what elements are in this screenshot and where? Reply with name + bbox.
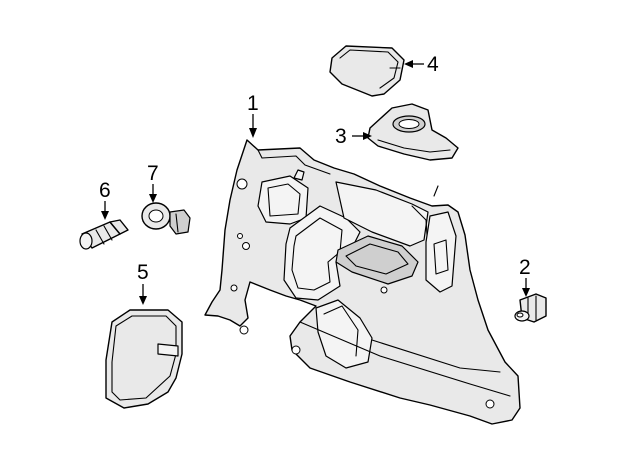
quarter-trim-panel bbox=[204, 139, 521, 425]
trim-cap bbox=[367, 103, 459, 161]
push-pin-retainer bbox=[514, 293, 547, 323]
callout-6-label: 6 bbox=[99, 179, 111, 202]
lamp-socket bbox=[141, 202, 191, 235]
callout-7: 7 bbox=[147, 162, 159, 203]
armrest-pad bbox=[329, 45, 405, 97]
callout-3: 3 bbox=[335, 125, 372, 148]
callout-7-label: 7 bbox=[147, 162, 159, 185]
callout-6: 6 bbox=[99, 179, 111, 220]
callout-4: 4 bbox=[404, 53, 439, 76]
callout-5: 5 bbox=[137, 261, 149, 305]
socket-cylinder bbox=[79, 219, 129, 250]
callout-4-label: 4 bbox=[427, 53, 439, 76]
callout-2-label: 2 bbox=[519, 256, 531, 279]
callout-2: 2 bbox=[519, 256, 531, 297]
access-cover bbox=[105, 309, 183, 409]
callout-3-label: 3 bbox=[335, 125, 347, 148]
callout-5-label: 5 bbox=[137, 261, 149, 284]
callout-1: 1 bbox=[247, 92, 259, 138]
callout-1-label: 1 bbox=[247, 92, 259, 115]
